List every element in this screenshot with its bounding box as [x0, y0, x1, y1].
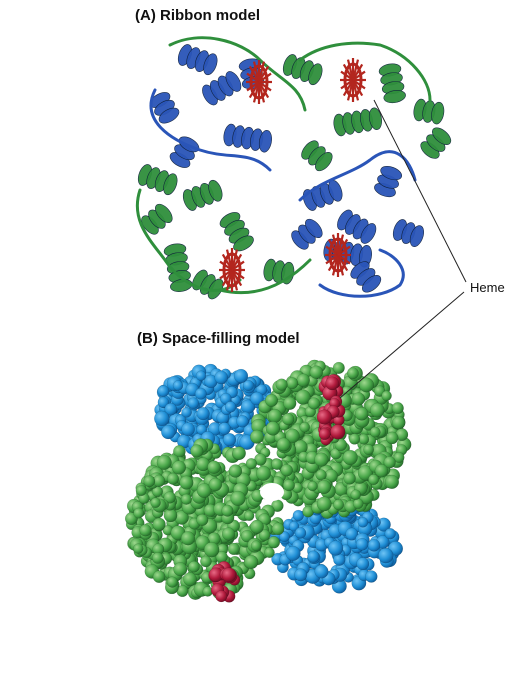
- alpha-helix: [177, 44, 218, 76]
- alpha-helix: [337, 209, 377, 244]
- heme-group: [246, 60, 272, 104]
- loop-strand: [149, 88, 272, 172]
- alpha-helix: [302, 179, 343, 211]
- loop-strand: [318, 248, 405, 298]
- loop-strand: [168, 36, 307, 112]
- alpha-helix: [202, 71, 242, 106]
- blue-subunit-spheres: [154, 363, 281, 455]
- alpha-helix: [413, 98, 445, 125]
- heme-callout-lines: [339, 99, 467, 399]
- alpha-helix: [420, 127, 452, 159]
- panel-b-title: (B) Space-filling model: [137, 330, 300, 347]
- heme-group: [340, 58, 366, 102]
- ribbon-model: [135, 36, 452, 300]
- alpha-helix: [169, 136, 200, 168]
- alpha-helix: [333, 107, 382, 137]
- alpha-helix: [374, 166, 402, 198]
- alpha-helix: [392, 219, 424, 247]
- alpha-helix: [291, 218, 323, 250]
- heme-group: [219, 248, 245, 292]
- alpha-helix: [223, 123, 272, 153]
- loop-strand: [218, 258, 312, 295]
- loop-strand: [298, 41, 432, 102]
- loop-strand: [298, 150, 417, 202]
- panel-a-title: (A) Ribbon model: [135, 7, 260, 24]
- heme-callout-label: Heme: [470, 280, 505, 295]
- alpha-helix: [282, 54, 323, 86]
- heme-group: [325, 233, 351, 277]
- alpha-helix: [163, 243, 193, 292]
- alpha-helix: [219, 212, 254, 252]
- alpha-helix: [137, 164, 178, 196]
- alpha-helix: [141, 203, 173, 235]
- alpha-helix: [149, 92, 180, 124]
- heme-spheres: [208, 561, 241, 603]
- alpha-helix: [301, 140, 333, 172]
- heme-spheres: [316, 374, 346, 446]
- central-cavity: [260, 483, 284, 501]
- alpha-helix: [378, 63, 406, 104]
- alpha-helix: [350, 261, 382, 293]
- alpha-helix: [263, 258, 295, 285]
- space-filling-model: [124, 359, 412, 603]
- alpha-helix: [182, 179, 223, 211]
